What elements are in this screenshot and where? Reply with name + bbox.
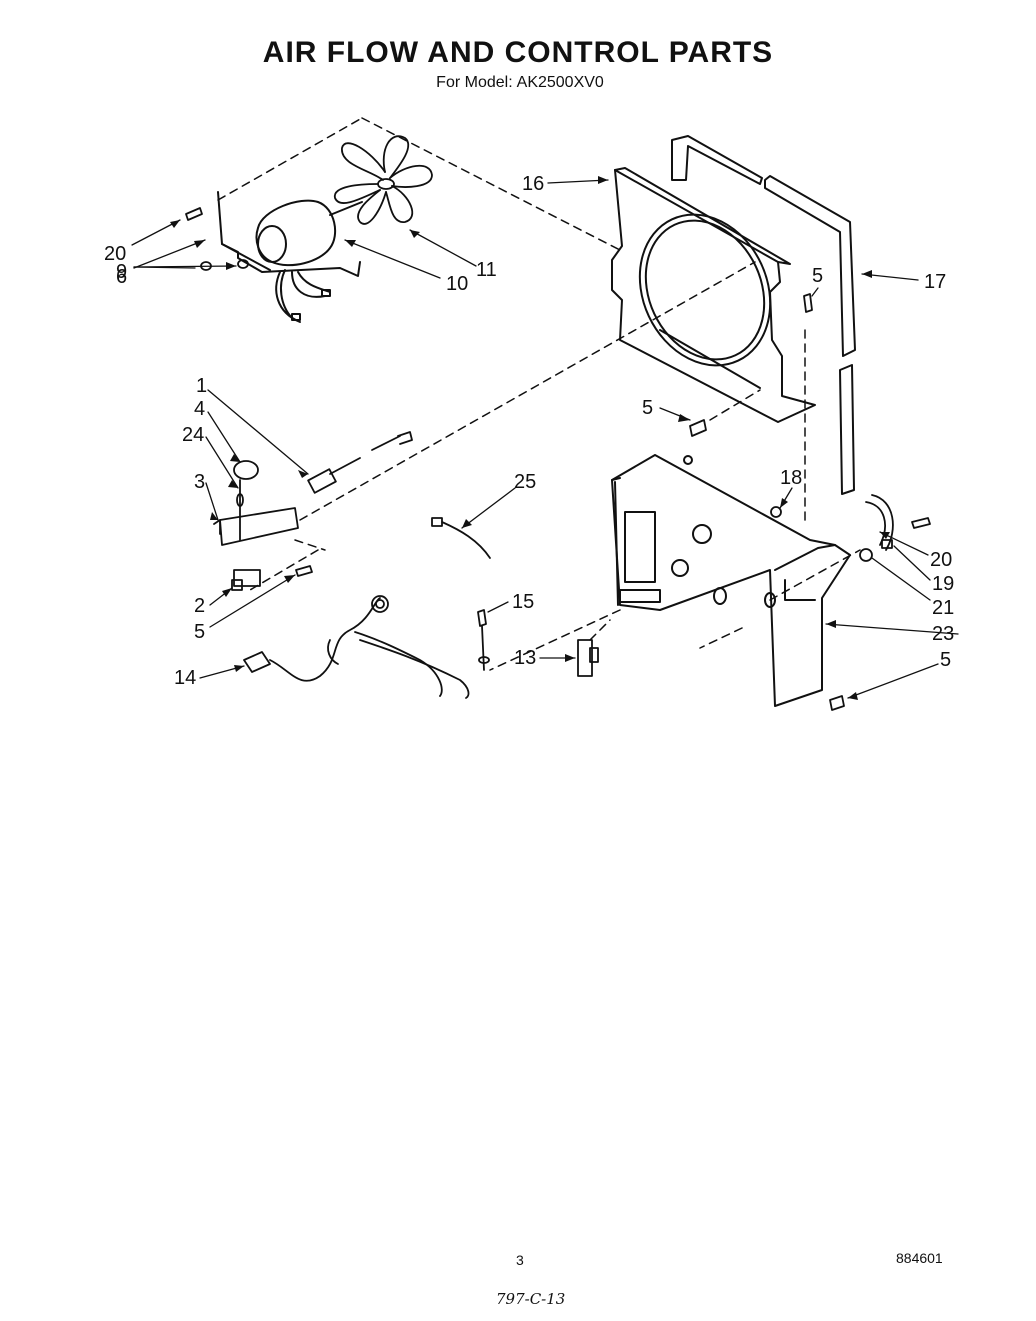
handwritten-note: 797-C-13 bbox=[496, 1290, 566, 1308]
callout-5-bracket: 5 bbox=[940, 649, 951, 671]
motor-fasteners bbox=[185, 207, 249, 271]
callout-18: 18 bbox=[780, 467, 802, 489]
callout-21: 21 bbox=[932, 597, 954, 619]
model-subtitle: For Model:AK2500XV0 bbox=[0, 74, 1036, 92]
callout-24: 24 bbox=[182, 424, 204, 446]
callout-3: 3 bbox=[194, 471, 205, 493]
power-cord bbox=[243, 595, 470, 699]
callout-5-upper-right: 5 bbox=[812, 265, 823, 287]
callout-20: 20 bbox=[104, 243, 126, 265]
callout-17: 17 bbox=[924, 271, 946, 293]
callout-10: 10 bbox=[446, 273, 468, 295]
right-fasteners bbox=[689, 293, 931, 711]
callout-6: 6 bbox=[116, 266, 127, 288]
callout-9: 9 bbox=[116, 261, 127, 283]
callout-25: 25 bbox=[514, 471, 536, 493]
callout-19: 19 bbox=[932, 573, 954, 595]
callout-13: 13 bbox=[514, 647, 536, 669]
fan-motor bbox=[217, 191, 363, 323]
leader-lines bbox=[131, 179, 959, 699]
callout-5-panel: 5 bbox=[642, 397, 653, 419]
callout-20-right: 20 bbox=[930, 549, 952, 571]
callout-16: 16 bbox=[522, 173, 544, 195]
callout-numbers: 20 6 9 10 11 16 17 5 5 1 4 24 3 25 18 2 … bbox=[104, 173, 954, 689]
callout-14: 14 bbox=[174, 667, 196, 689]
page-number: 3 bbox=[516, 1252, 524, 1268]
gasket-strips bbox=[671, 135, 856, 495]
fan-blade bbox=[334, 135, 433, 225]
callout-15: 15 bbox=[512, 591, 534, 613]
model-label: For Model: bbox=[436, 74, 513, 91]
document-number: 884601 bbox=[896, 1250, 943, 1266]
model-number: AK2500XV0 bbox=[516, 74, 604, 91]
callout-1: 1 bbox=[196, 375, 207, 397]
page-title: AIR FLOW AND CONTROL PARTS bbox=[262, 36, 774, 69]
callout-11: 11 bbox=[476, 259, 497, 281]
orifice-panel bbox=[611, 167, 816, 423]
callout-5-thermostat: 5 bbox=[194, 621, 205, 643]
wire-tie bbox=[431, 517, 491, 559]
callout-4: 4 bbox=[194, 398, 205, 420]
thermostat-assembly bbox=[213, 431, 413, 591]
callout-2: 2 bbox=[194, 595, 205, 617]
arrowheads bbox=[170, 176, 890, 700]
control-bracket bbox=[611, 454, 851, 707]
callout-23: 23 bbox=[932, 623, 954, 645]
small-parts bbox=[477, 609, 599, 677]
